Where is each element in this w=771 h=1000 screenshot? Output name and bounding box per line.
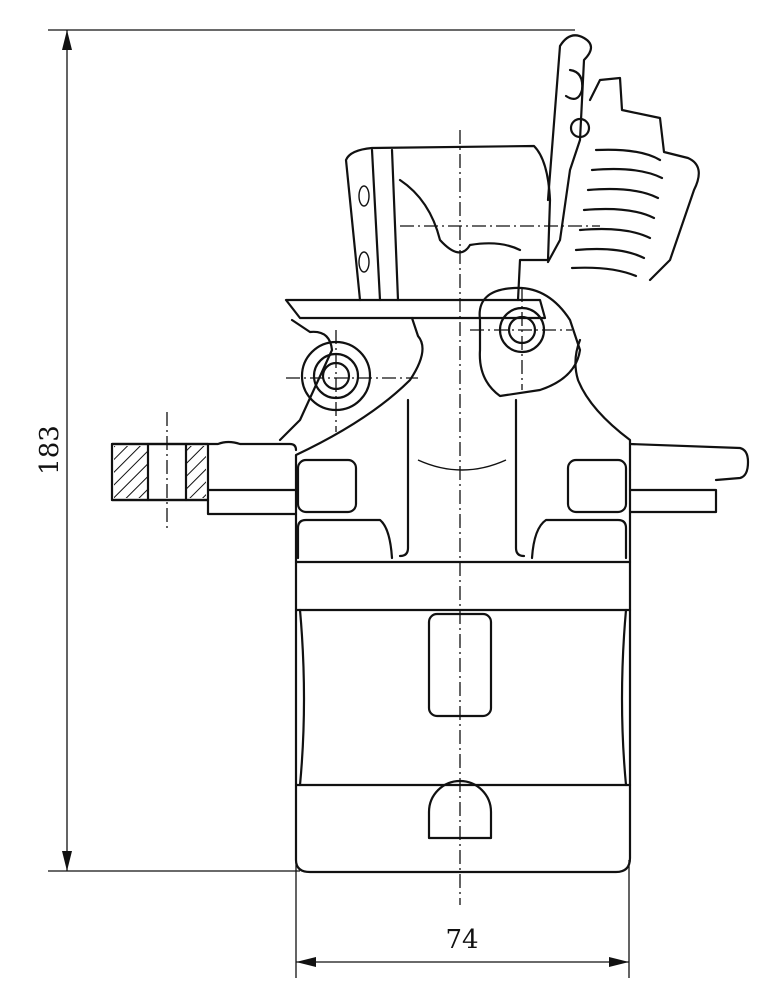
spring-coil-3 — [586, 187, 660, 200]
caliper-body — [284, 298, 632, 874]
spring-coil-5 — [578, 227, 652, 240]
housing-left-inner-2 — [390, 148, 400, 302]
spring-coil-7 — [570, 266, 638, 278]
lever-hook — [564, 68, 584, 100]
left-fitting-outer — [300, 340, 372, 412]
width-arrow-left — [296, 957, 316, 967]
width-dimension-label: 74 — [445, 925, 478, 955]
right-bridge-opening — [530, 518, 628, 560]
right-fitting-body — [478, 286, 582, 398]
housing-cam-curve — [398, 178, 522, 254]
left-bridge-opening — [296, 518, 394, 560]
waist-left — [298, 608, 306, 787]
left-hatch-b — [186, 446, 206, 498]
housing-hole-2 — [358, 251, 370, 273]
lever-pin — [569, 117, 591, 139]
left-arm-top — [110, 440, 298, 452]
return-spring — [570, 148, 664, 278]
brake-housing — [344, 144, 552, 302]
left-bolt-section — [110, 442, 210, 502]
bridge-curve — [417, 459, 507, 471]
left-fitting — [278, 318, 418, 442]
spring-coil-2 — [590, 167, 664, 180]
bridge-right-line — [514, 398, 526, 558]
width-arrow-right — [609, 957, 629, 967]
housing-hole-1 — [358, 185, 370, 207]
spring-coil-4 — [582, 207, 656, 220]
left-fitting-body — [278, 318, 334, 442]
waist-right — [620, 608, 628, 787]
bottom-window — [427, 779, 493, 840]
left-hatch-a — [114, 446, 148, 498]
spring-coil-6 — [574, 247, 646, 260]
height-arrow-bottom — [62, 851, 72, 871]
right-mount-arm — [628, 442, 750, 514]
bridge-left-line — [398, 398, 410, 558]
housing-left-inner — [370, 148, 382, 302]
spring-coil-1 — [594, 148, 662, 162]
right-arm-bottom — [628, 488, 718, 514]
right-arm-top — [628, 442, 750, 482]
height-arrow-top — [62, 30, 72, 50]
height-dimension: 183 — [35, 29, 575, 872]
height-dimension-label: 183 — [35, 425, 65, 475]
brake-lever — [546, 34, 593, 264]
left-window — [296, 458, 358, 514]
top-plate — [284, 298, 547, 320]
right-shoulder — [574, 338, 632, 472]
left-arm-bottom — [110, 498, 298, 516]
right-window — [566, 458, 628, 514]
right-fitting — [470, 286, 582, 398]
width-dimension: 74 — [295, 860, 630, 978]
left-mount-arm — [110, 412, 298, 528]
spring-bracket — [588, 76, 700, 282]
park-brake-mechanism — [344, 34, 700, 302]
body-outline — [294, 468, 632, 874]
left-shoulder — [294, 316, 424, 472]
